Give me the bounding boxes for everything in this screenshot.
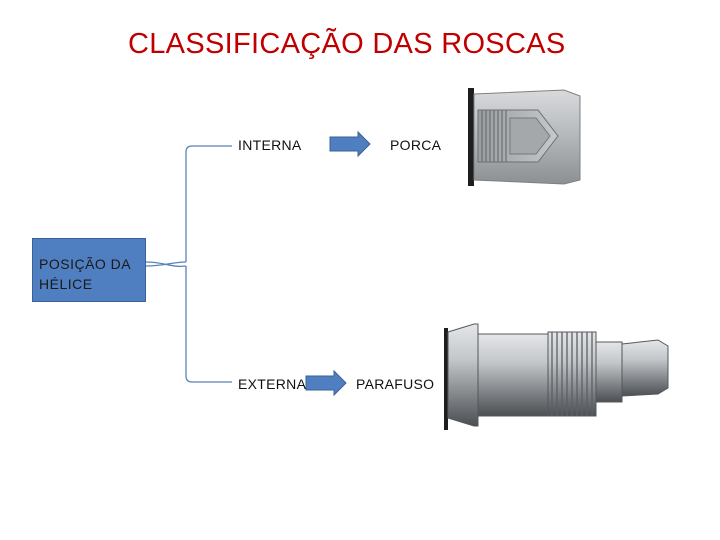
arrow-interna [329, 130, 371, 158]
brace-upper [185, 145, 232, 262]
brace-lower [185, 266, 232, 383]
screw-shaft-image [444, 323, 669, 430]
branch-label-externa: EXTERNA [238, 376, 307, 392]
nut-cutaway-image [468, 88, 581, 186]
branch-label-interna: INTERNA [238, 137, 302, 153]
root-label-line1: POSIÇÃO DA [39, 256, 132, 272]
root-box: POSIÇÃO DA HÉLICE [32, 238, 146, 302]
brace-line [145, 261, 187, 268]
branch-part-porca: PORCA [390, 137, 442, 153]
slide-title: CLASSIFICAÇÃO DAS ROSCAS [128, 28, 566, 60]
branch-part-parafuso: PARAFUSO [356, 376, 435, 392]
root-label-line2: HÉLICE [39, 276, 93, 292]
arrow-externa [305, 369, 347, 397]
